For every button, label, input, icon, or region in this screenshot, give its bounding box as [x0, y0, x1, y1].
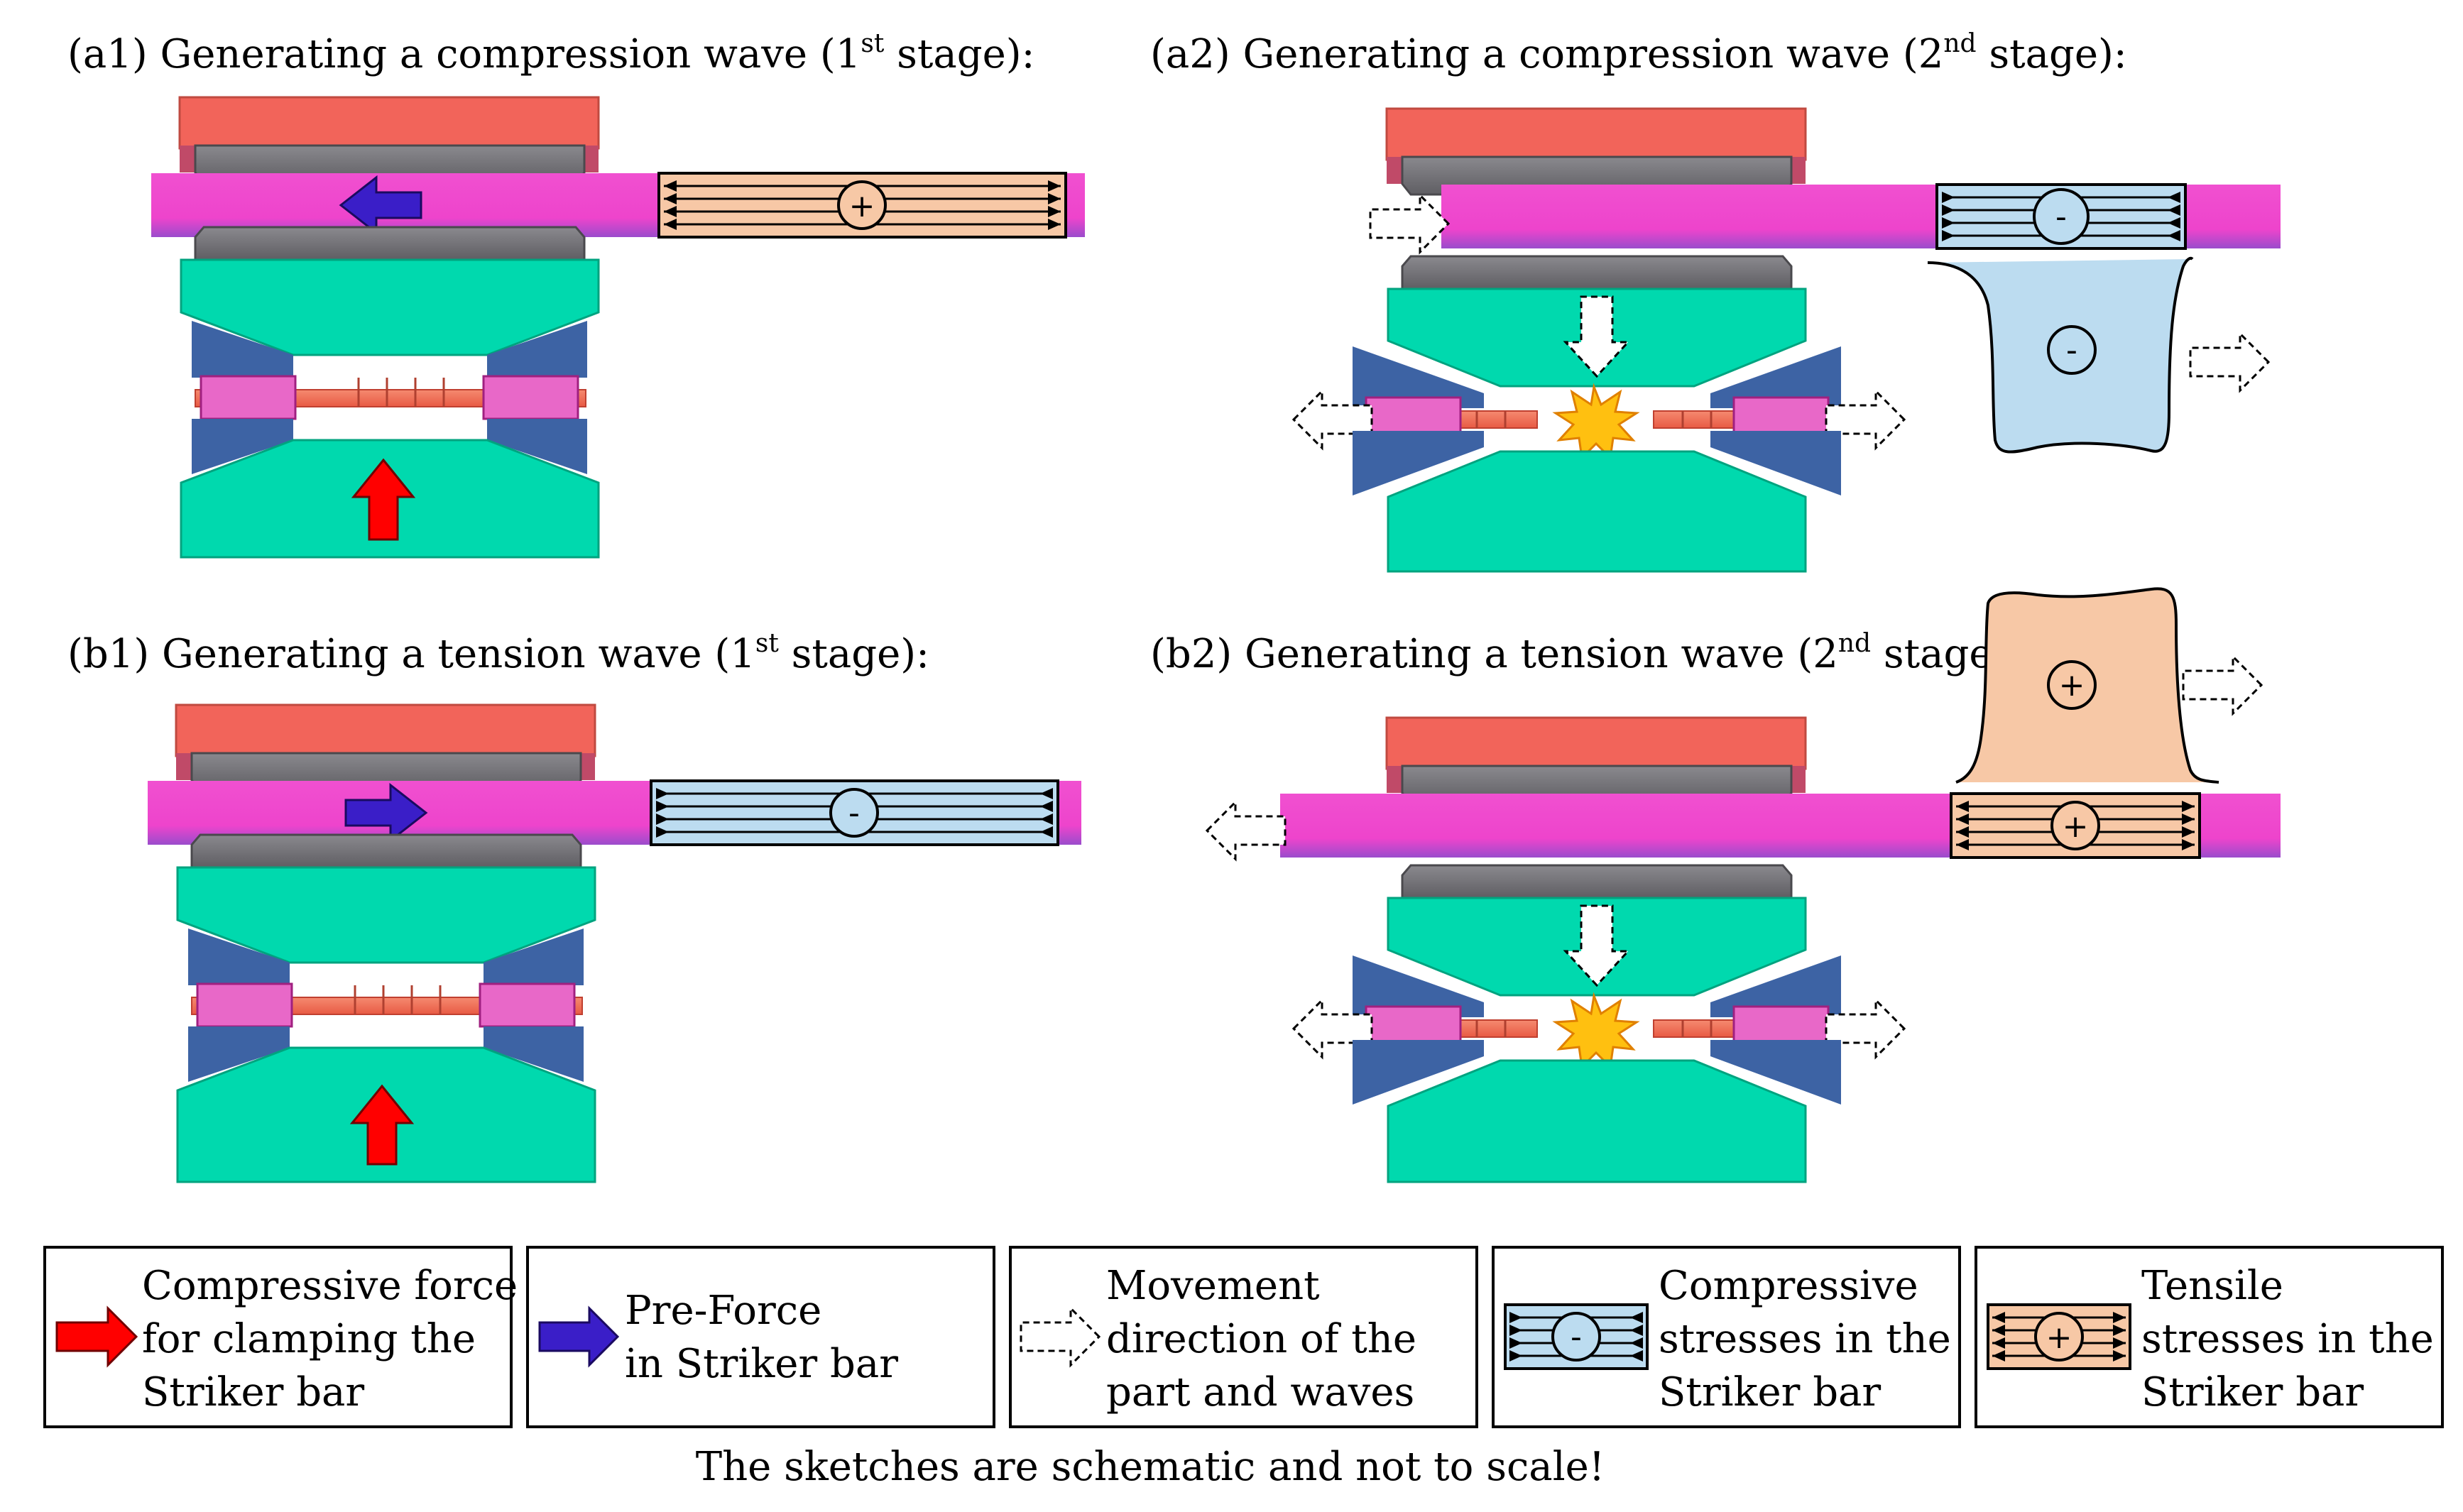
tensile-stress-icon: +: [1987, 1303, 2131, 1370]
movement-arrow-left: [1291, 997, 1373, 1060]
upper-clamp-block: [175, 703, 596, 757]
panel-title-a2: (a2) Generating a compression wave (2nd …: [1150, 29, 2127, 77]
lower-jaw: [1401, 864, 1793, 899]
lower-die: [1387, 1059, 1807, 1183]
right-grip-lower: [1710, 1040, 1841, 1105]
plus-sign-circle-wave: [2047, 660, 2097, 710]
movement-arrow-bar-left: [1205, 799, 1287, 862]
fracture-burst: [1552, 992, 1640, 1070]
minus-sign: -: [848, 795, 860, 831]
left-grip-insert: [200, 375, 297, 420]
panel-b1: -: [148, 703, 1081, 1183]
left-grip-upper: [188, 928, 290, 985]
svg-text:+: +: [2046, 1320, 2072, 1356]
panel-title-b1: (b1) Generating a tension wave (1st stag…: [67, 629, 929, 677]
panel-title-a1: (a1) Generating a compression wave (1st …: [67, 29, 1034, 77]
movement-arrow-right: [1825, 388, 1906, 451]
left-grip-lower: [1353, 1040, 1484, 1105]
legend-text-tensile: Tensile stresses in the Striker bar: [2141, 1263, 2447, 1415]
plus-sign-wave: +: [2059, 667, 2085, 703]
lower-jaw: [194, 226, 586, 261]
plus-sign: +: [849, 188, 875, 224]
left-grip-upper: [1353, 346, 1484, 408]
right-grip-insert: [479, 982, 576, 1028]
right-grip-upper: [1710, 346, 1841, 408]
footnote: The sketches are schematic and not to sc…: [696, 1444, 1605, 1490]
right-grip-lower: [1710, 431, 1841, 495]
right-grip-insert: [482, 375, 579, 420]
minus-sign-circle: [2033, 188, 2090, 245]
plus-sign-circle: [837, 180, 887, 230]
legend-text-clamping-force: Compressive force for clamping the Strik…: [142, 1263, 530, 1415]
fracture-burst: [1552, 383, 1640, 461]
panel-b2: + +: [1205, 587, 2281, 1183]
lower-jaw: [1401, 255, 1793, 290]
dashed-arrow-icon: [1020, 1305, 1101, 1368]
stress-arrowheads: [1942, 192, 2180, 241]
blue-arrow-icon: [538, 1305, 620, 1368]
upper-clamp-block: [1385, 107, 1807, 161]
compressive-stress-icon: -: [1504, 1303, 1649, 1370]
minus-sign-circle: [829, 788, 879, 838]
movement-arrow-down: [1563, 904, 1631, 987]
clamping-force-arrow: [351, 458, 416, 541]
specimen-ticks: [354, 985, 442, 1014]
stress-arrowheads: [656, 788, 1053, 838]
minus-sign-wave: -: [2066, 332, 2077, 368]
movement-arrow-wave: [2189, 331, 2271, 393]
stress-arrowheads: [664, 180, 1061, 230]
legend-text-preforce: Pre-Force in Striker bar: [625, 1288, 898, 1387]
right-grip-upper: [1710, 955, 1841, 1017]
left-grip-lower: [1353, 431, 1484, 495]
movement-arrow-wave: [2182, 654, 2263, 716]
right-grip-lower: [484, 1026, 584, 1082]
stress-arrowheads: [1956, 801, 2195, 850]
right-grip-lower: [487, 419, 587, 474]
upper-clamp-block: [1385, 716, 1807, 770]
left-grip-insert: [196, 982, 293, 1028]
plus-sign: +: [2063, 809, 2089, 845]
legend: Compressive force for clamping the Strik…: [43, 1246, 2447, 1428]
left-grip-upper: [192, 321, 293, 378]
movement-arrow-bar: [1369, 192, 1451, 255]
svg-text:-: -: [1571, 1319, 1582, 1355]
left-grip-lower: [192, 419, 293, 474]
movement-arrow-right: [1825, 997, 1906, 1060]
red-arrow-icon: [55, 1305, 138, 1368]
clamping-force-arrow: [349, 1084, 415, 1166]
upper-clamp-block: [178, 96, 600, 150]
legend-text-compressive: Compressive stresses in the Striker bar: [1659, 1263, 1964, 1415]
minus-sign-circle-wave: [2047, 325, 2097, 375]
specimen-ticks: [1475, 411, 1713, 428]
lower-die: [1387, 450, 1807, 573]
panel-title-b2: (b2) Generating a tension wave (2nd stag…: [1150, 629, 2021, 677]
lower-jaw: [190, 833, 582, 869]
legend-box-tensile: [1975, 1246, 2444, 1428]
left-grip-upper: [1353, 955, 1484, 1017]
right-grip-upper: [484, 928, 584, 985]
plus-sign-circle: [2050, 801, 2100, 850]
left-grip-lower: [188, 1026, 290, 1082]
movement-arrow-left: [1291, 388, 1373, 451]
legend-text-movement: Movement direction of the part and waves: [1106, 1263, 1429, 1415]
panel-a1: +: [151, 96, 1085, 559]
minus-sign: -: [2055, 199, 2067, 235]
movement-arrow-down: [1563, 295, 1631, 378]
specimen-ticks: [357, 378, 445, 407]
panel-a2: - -: [1291, 107, 2281, 573]
right-grip-upper: [487, 321, 587, 378]
specimen-ticks: [1475, 1020, 1713, 1037]
